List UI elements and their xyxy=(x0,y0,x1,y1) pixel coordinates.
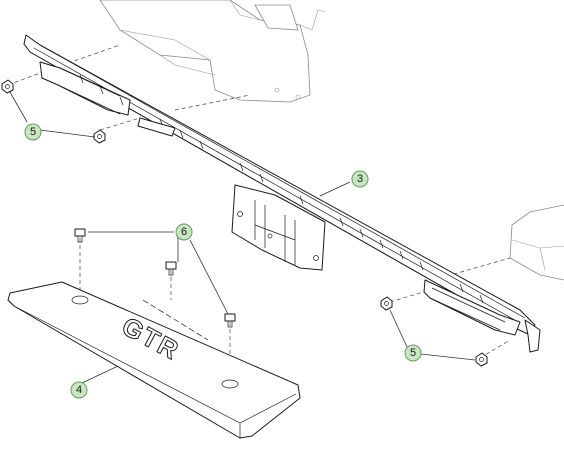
svg-text:3: 3 xyxy=(357,173,363,185)
callout-4: 4 xyxy=(70,381,88,399)
nut-right-top xyxy=(380,296,393,311)
svg-text:5: 5 xyxy=(410,347,416,359)
nut-right-bottom xyxy=(475,352,488,367)
screw-middle xyxy=(165,261,177,276)
nut-left-bottom xyxy=(93,129,106,144)
svg-text:5: 5 xyxy=(30,126,36,138)
mounting-rail xyxy=(23,34,541,353)
screw-right xyxy=(224,313,236,328)
bumper-side-ghost xyxy=(509,204,564,281)
svg-text:6: 6 xyxy=(181,226,187,238)
license-plate-panel: GTR xyxy=(7,281,301,439)
svg-text:4: 4 xyxy=(76,384,82,396)
screw-left xyxy=(74,228,86,243)
bumper-body-ghost xyxy=(99,0,326,103)
nut-left-top xyxy=(1,79,14,94)
callout-6: 6 xyxy=(175,223,193,241)
callout-3: 3 xyxy=(351,170,369,188)
callout-5-right: 5 xyxy=(404,344,422,362)
leader-lines xyxy=(9,91,476,384)
callout-5-left: 5 xyxy=(24,123,42,141)
